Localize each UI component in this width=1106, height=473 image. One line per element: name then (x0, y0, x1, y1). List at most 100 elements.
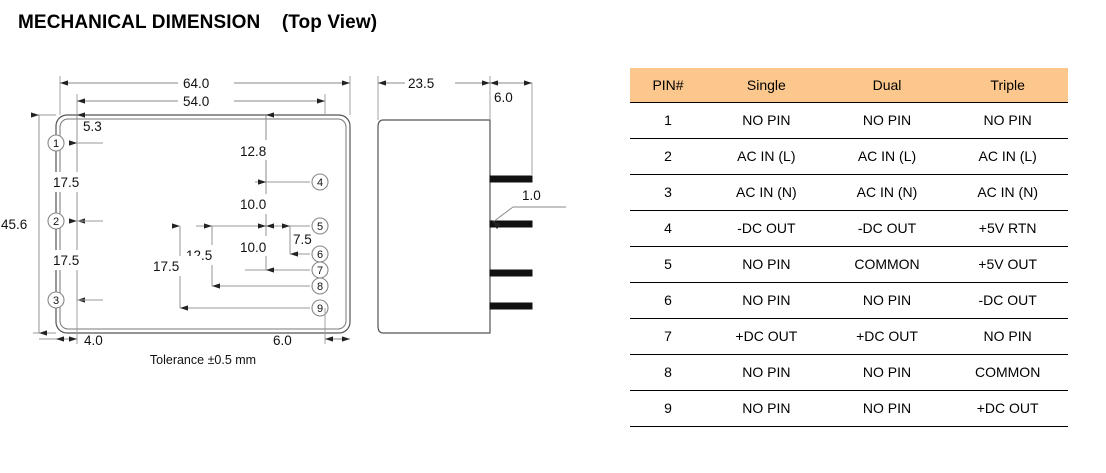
dimension-width-64: 64.0 (59, 72, 351, 115)
pin-number-cell: 6 (630, 282, 707, 319)
tolerance-note: Tolerance ±0.5 mm (150, 353, 256, 367)
dimension-side-6-0: 6.0 (490, 80, 533, 176)
right-pin-dimensions: 12.8 10.0 10.0 7.5 12.5 17.5 (152, 112, 312, 311)
dimension-side-23-5: 23.5 (377, 73, 491, 120)
single-cell: NO PIN (706, 246, 827, 283)
pin-number-markers: 1 2 3 4 5 (47, 134, 329, 317)
dim-label-64: 64.0 (183, 76, 209, 91)
pin-marker-2: 2 (47, 212, 65, 230)
single-cell: AC IN (L) (706, 138, 827, 175)
header-dual: Dual (826, 68, 948, 103)
pin-marker-7: 7 (311, 261, 329, 279)
side-pin-3 (489, 269, 533, 277)
svg-text:9: 9 (317, 303, 323, 315)
triple-cell: +DC OUT (947, 390, 1068, 427)
pin-marker-1: 1 (47, 134, 65, 152)
single-cell: NO PIN (706, 102, 827, 139)
dim-label-6-0-side: 6.0 (494, 90, 513, 105)
dual-cell: NO PIN (826, 102, 948, 139)
side-view-body (377, 119, 491, 334)
side-pin-2 (489, 220, 533, 228)
single-cell: +DC OUT (706, 318, 827, 355)
pin-marker-5: 5 (311, 217, 329, 235)
dim-label-7-5: 7.5 (293, 232, 312, 247)
svg-text:2: 2 (53, 216, 59, 228)
triple-cell: NO PIN (947, 318, 1068, 355)
dim-label-10-0-b: 10.0 (240, 240, 266, 255)
dim-label-17-5-b: 17.5 (53, 253, 79, 268)
single-cell: NO PIN (706, 390, 827, 427)
svg-text:6: 6 (317, 249, 323, 261)
pin-marker-9: 9 (311, 299, 329, 317)
triple-cell: NO PIN (947, 102, 1068, 139)
single-cell: NO PIN (706, 354, 827, 391)
dual-cell: NO PIN (826, 354, 948, 391)
dual-cell: COMMON (826, 246, 948, 283)
dim-label-5-3: 5.3 (83, 119, 102, 134)
pin-marker-3: 3 (47, 291, 65, 309)
side-pin-4 (489, 302, 533, 310)
mechanical-drawing: .ol { fill:none; stroke:#555; stroke-wid… (0, 48, 610, 428)
dim-label-6-0-left: 6.0 (273, 333, 292, 348)
pin-number-cell: 1 (630, 102, 707, 139)
header-pin: PIN# (630, 68, 707, 103)
svg-text:7: 7 (317, 265, 323, 277)
side-view-pins (489, 175, 533, 310)
single-cell: AC IN (N) (706, 174, 827, 211)
dim-label-17-5-a: 17.5 (53, 175, 79, 190)
dual-cell: -DC OUT (826, 210, 948, 247)
svg-text:8: 8 (317, 281, 323, 293)
dim-label-12-8: 12.8 (240, 144, 266, 159)
dim-label-1-0: 1.0 (522, 188, 541, 203)
table-header-row: PIN# Single Dual Triple (630, 68, 1068, 103)
left-pin-dimensions: 5.3 17.5 17.5 (50, 112, 103, 303)
dim-label-45-6: 45.6 (1, 217, 27, 232)
dual-cell: NO PIN (826, 390, 948, 427)
pin-marker-4: 4 (311, 173, 329, 191)
dimension-side-1-0: 1.0 (491, 188, 566, 229)
pin-number-cell: 3 (630, 174, 707, 211)
dimension-height-45-6: 45.6 (0, 112, 56, 336)
single-cell: -DC OUT (706, 210, 827, 247)
svg-text:1: 1 (53, 138, 59, 150)
dual-cell: +DC OUT (826, 318, 948, 355)
pin-number-cell: 4 (630, 210, 707, 247)
dim-label-10-0-a: 10.0 (240, 197, 266, 212)
dual-cell: AC IN (L) (826, 138, 948, 175)
triple-cell: AC IN (L) (947, 138, 1068, 175)
single-cell: NO PIN (706, 282, 827, 319)
header-triple: Triple (947, 68, 1068, 103)
dim-label-23-5: 23.5 (408, 76, 434, 91)
page-title: MECHANICAL DIMENSION (Top View) (18, 12, 378, 33)
dim-label-4-0: 4.0 (84, 333, 103, 348)
svg-text:4: 4 (317, 177, 323, 189)
header-single: Single (706, 68, 827, 103)
pin-number-cell: 8 (630, 354, 707, 391)
svg-text:3: 3 (53, 295, 59, 307)
triple-cell: +5V RTN (947, 210, 1068, 247)
table-row: 4-DC OUT-DC OUT+5V RTN (630, 210, 1068, 247)
pin-number-cell: 7 (630, 318, 707, 355)
bottom-dimensions: 4.0 6.0 (39, 300, 350, 348)
triple-cell: AC IN (N) (947, 174, 1068, 211)
pin-number-cell: 2 (630, 138, 707, 175)
side-pin-1 (489, 175, 533, 183)
pin-number-cell: 9 (630, 390, 707, 427)
dim-label-17-5-c: 17.5 (153, 259, 179, 274)
pin-marker-8: 8 (311, 277, 329, 295)
triple-cell: +5V OUT (947, 246, 1068, 283)
pin-number-cell: 5 (630, 246, 707, 283)
triple-cell: -DC OUT (947, 282, 1068, 319)
triple-cell: COMMON (947, 354, 1068, 391)
dim-label-54: 54.0 (183, 94, 209, 109)
